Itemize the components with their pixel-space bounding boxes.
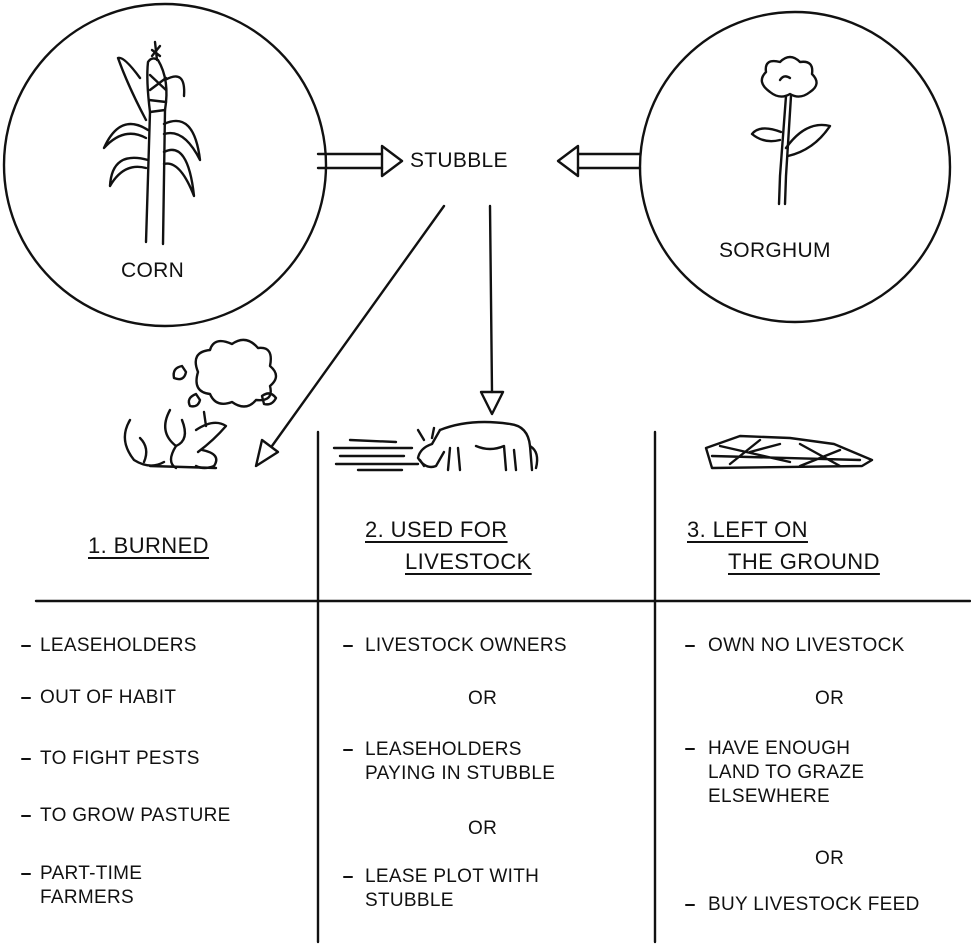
heading-livestock-line2: LIVESTOCK [405,549,532,574]
stubble-pile-icon [704,434,874,470]
livestock-item-lease-plot: LEASE PLOT WITH STUBBLE [365,866,540,911]
livestock-or-1: OR [468,688,498,709]
sorghum-to-stubble-arrow [556,144,642,178]
burned-item-grow-pasture: TO GROW PASTURE [40,805,231,826]
stubble-to-burned-arrow [254,204,446,468]
corn-label: CORN [121,259,185,282]
heading-livestock-line1: 2. USED FOR [365,517,508,542]
ground-or-2: OR [815,848,845,869]
livestock-item-leaseholders-paying: LEASEHOLDERS PAYING IN STUBBLE [365,739,556,784]
burned-item-fight-pests: TO FIGHT PESTS [40,748,200,769]
livestock-or-2: OR [468,818,498,839]
ground-item-buy-feed: BUY LIVESTOCK FEED [708,894,920,915]
ground-or-1: OR [815,688,845,709]
bullet-dashes [21,645,695,906]
heading-ground-line1: 3. LEFT ON [687,517,808,542]
burned-item-leaseholders: LEASEHOLDERS [40,635,197,656]
sorghum-plant-icon [750,55,832,206]
corn-plant-icon [102,40,202,246]
livestock-item-owners: LIVESTOCK OWNERS [365,635,567,656]
burned-item-out-of-habit: OUT OF HABIT [40,687,177,708]
heading-ground-line2: THE GROUND [728,549,880,574]
grazing-cow-icon [332,420,539,472]
stubble-to-livestock-arrow [479,204,505,416]
heading-burned: 1. BURNED [88,533,209,558]
stubble-label: STUBBLE [410,149,508,172]
sorghum-label: SORGHUM [719,239,831,262]
corn-circle [2,2,328,328]
ground-item-enough-land: HAVE ENOUGH LAND TO GRAZE ELSEWHERE [708,738,865,807]
corn-to-stubble-arrow [316,144,404,178]
ground-item-no-livestock: OWN NO LIVESTOCK [708,635,905,656]
burned-item-part-time-farmers: PART-TIME FARMERS [40,863,143,908]
fire-smoke-icon [123,338,278,470]
